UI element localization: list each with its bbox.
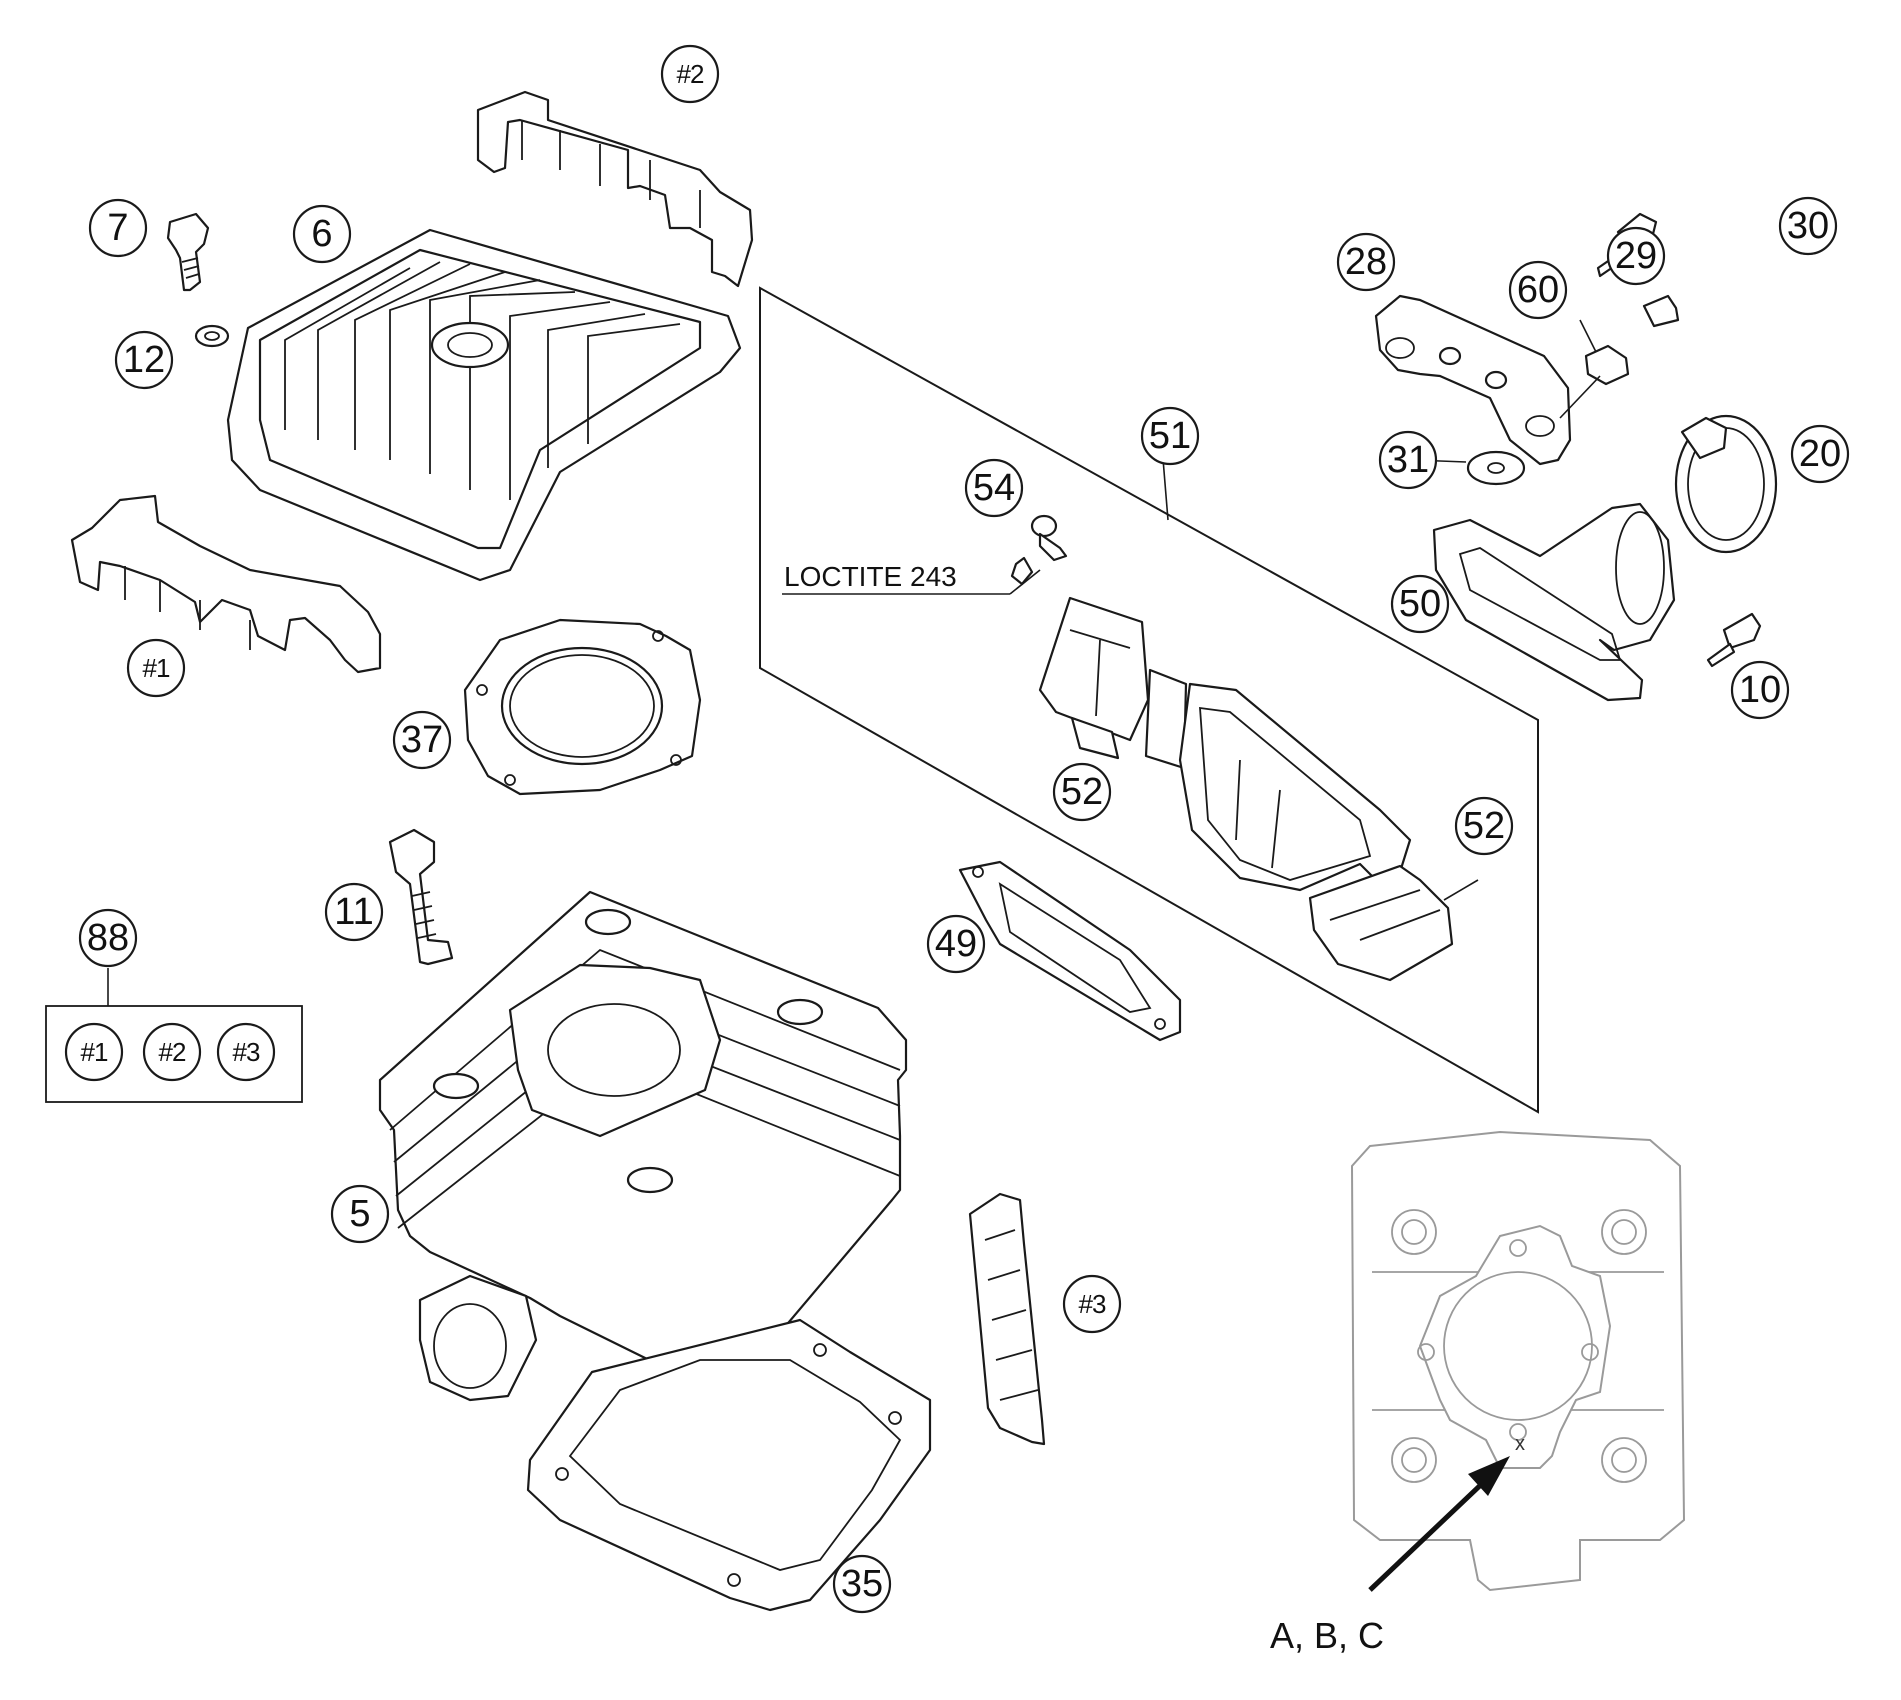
cylinder-head bbox=[226, 228, 742, 582]
cylinder bbox=[378, 890, 908, 1402]
bracket-28 bbox=[1374, 294, 1572, 466]
svg-text:#2: #2 bbox=[677, 59, 704, 89]
callout-29: 29 bbox=[1606, 226, 1666, 286]
callout-5: 5 bbox=[330, 1184, 390, 1244]
kit-item-2: #2 bbox=[142, 1022, 202, 1082]
washer-12 bbox=[194, 324, 230, 348]
svg-text:11: 11 bbox=[334, 891, 373, 933]
svg-text:52: 52 bbox=[1463, 805, 1505, 847]
head-gasket-37 bbox=[463, 618, 702, 796]
spacer-bracket-2 bbox=[476, 90, 754, 288]
reed-petal-upper bbox=[1038, 596, 1188, 770]
reed-block bbox=[1178, 682, 1412, 892]
svg-text:5: 5 bbox=[349, 1193, 370, 1235]
callout-37: 37 bbox=[392, 710, 452, 770]
callout-49: 49 bbox=[926, 914, 986, 974]
spacer-strip-3 bbox=[968, 1192, 1046, 1446]
screw-10 bbox=[1706, 612, 1762, 668]
svg-text:31: 31 bbox=[1387, 439, 1429, 481]
reed-screw-54 bbox=[1010, 514, 1068, 586]
head-bolt-7 bbox=[166, 212, 210, 292]
svg-text:51: 51 bbox=[1149, 415, 1191, 457]
reed-valve-group-frame bbox=[759, 286, 1539, 1114]
callout-50: 50 bbox=[1390, 574, 1450, 634]
callout-52-right: 52 bbox=[1454, 796, 1514, 856]
svg-text:#2: #2 bbox=[159, 1037, 186, 1067]
callout-1: #1 bbox=[126, 638, 186, 698]
svg-text:10: 10 bbox=[1739, 669, 1781, 711]
callout-28: 28 bbox=[1336, 232, 1396, 292]
callout-31: 31 bbox=[1378, 430, 1438, 490]
cylinder-bolt-11 bbox=[388, 828, 454, 966]
callouts: #2 7 6 12 #1 37 11 88 #1 #2 #3 5 35 #3 4… bbox=[64, 44, 1850, 1614]
svg-text:28: 28 bbox=[1345, 241, 1387, 283]
hose-clamp-20 bbox=[1674, 414, 1778, 554]
svg-text:49: 49 bbox=[935, 923, 977, 965]
intake-gasket-49 bbox=[958, 860, 1182, 1042]
svg-text:7: 7 bbox=[107, 207, 128, 249]
svg-text:20: 20 bbox=[1799, 433, 1841, 475]
marking-arrow bbox=[1368, 1456, 1510, 1592]
callout-60: 60 bbox=[1508, 260, 1568, 320]
callout-51: 51 bbox=[1140, 406, 1200, 466]
svg-text:#1: #1 bbox=[81, 1037, 108, 1067]
base-gasket-35 bbox=[526, 1318, 932, 1612]
marking-note: A, B, C bbox=[1270, 1615, 1384, 1656]
nut-60 bbox=[1584, 344, 1630, 386]
svg-text:12: 12 bbox=[123, 339, 165, 381]
cylinder-top-view-inset: x bbox=[1350, 1130, 1686, 1592]
callout-35: 35 bbox=[832, 1554, 892, 1614]
callout-2-top: #2 bbox=[660, 44, 720, 104]
kit-item-1: #1 bbox=[64, 1022, 124, 1082]
svg-text:60: 60 bbox=[1517, 269, 1559, 311]
callout-54: 54 bbox=[964, 458, 1024, 518]
callout-12: 12 bbox=[114, 330, 174, 390]
svg-text:#3: #3 bbox=[1079, 1289, 1106, 1319]
callout-20: 20 bbox=[1790, 424, 1850, 484]
callout-6: 6 bbox=[292, 204, 352, 264]
reed-petal-lower bbox=[1308, 864, 1454, 982]
callout-10: 10 bbox=[1730, 660, 1790, 720]
svg-text:37: 37 bbox=[401, 719, 443, 761]
svg-text:29: 29 bbox=[1615, 235, 1657, 277]
svg-text:35: 35 bbox=[841, 1563, 883, 1605]
svg-text:#1: #1 bbox=[143, 653, 170, 683]
svg-text:54: 54 bbox=[973, 467, 1015, 509]
svg-text:52: 52 bbox=[1061, 771, 1103, 813]
callout-88: 88 bbox=[78, 908, 138, 968]
svg-text:6: 6 bbox=[311, 213, 332, 255]
bushing-29 bbox=[1642, 294, 1680, 328]
svg-text:50: 50 bbox=[1399, 583, 1441, 625]
intake-manifold-50 bbox=[1432, 502, 1676, 702]
callout-3: #3 bbox=[1062, 1274, 1122, 1334]
loctite-note: LOCTITE 243 bbox=[784, 561, 957, 592]
x-mark: x bbox=[1515, 1433, 1525, 1455]
svg-text:88: 88 bbox=[87, 917, 129, 959]
washer-31 bbox=[1466, 450, 1526, 486]
svg-text:#3: #3 bbox=[233, 1037, 260, 1067]
callout-11: 11 bbox=[324, 882, 384, 942]
kit-item-3: #3 bbox=[216, 1022, 276, 1082]
spacer-bracket-1 bbox=[70, 494, 382, 674]
callout-52-left: 52 bbox=[1052, 762, 1112, 822]
callout-7: 7 bbox=[88, 198, 148, 258]
callout-30: 30 bbox=[1778, 196, 1838, 256]
svg-text:30: 30 bbox=[1787, 205, 1829, 247]
